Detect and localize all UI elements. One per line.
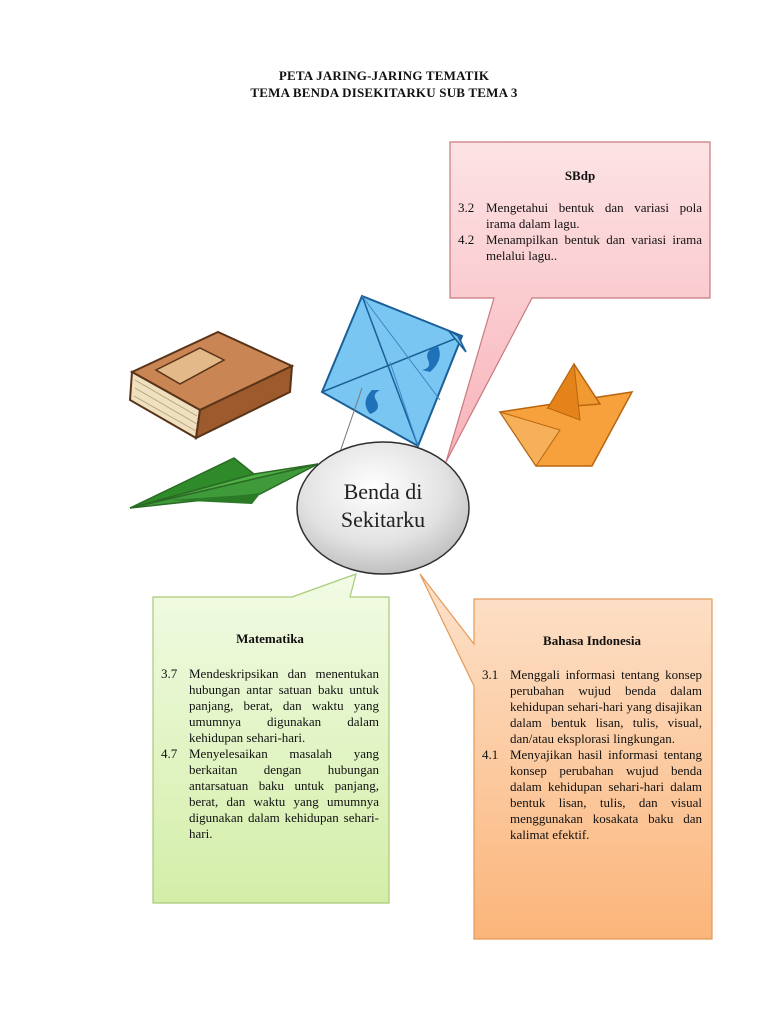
center-line-2: Sekitarku	[340, 507, 426, 532]
title-line-1: PETA JARING-JARING TEMATIK	[278, 68, 490, 83]
item-number: 3.2	[458, 200, 475, 215]
item-text: Menyajikan hasil informasi tentang konse…	[510, 747, 702, 842]
item-text: Menampilkan bentuk dan variasi irama mel…	[486, 232, 702, 263]
bahasa-callout-shape	[419, 573, 713, 940]
book-icon	[128, 330, 295, 440]
center-node	[296, 441, 470, 575]
item-text: Mendeskripsikan dan menentukan hubungan …	[189, 666, 379, 745]
item-number: 4.7	[161, 746, 178, 761]
sbdp-heading: SBdp	[564, 168, 596, 183]
item-number: 4.2	[458, 232, 475, 247]
item-text: Mengetahui bentuk dan variasi pola irama…	[486, 200, 702, 231]
matematika-callout-shape	[152, 573, 390, 904]
list-item: 4.7 Menyelesaikan masalah yang berkaitan…	[161, 746, 379, 842]
sbdp-box: SBdp 3.2 Mengetahui bentuk dan variasi p…	[452, 142, 712, 298]
item-text: Menggali informasi tentang konsep peruba…	[510, 667, 702, 746]
item-number: 3.7	[161, 666, 178, 681]
list-item: 3.1 Menggali informasi tentang konsep pe…	[482, 667, 702, 747]
bahasa-indonesia-box: Bahasa Indonesia 3.1 Menggali informasi …	[474, 599, 712, 939]
kite-icon	[320, 294, 467, 453]
item-number: 3.1	[482, 667, 499, 682]
item-number: 4.1	[482, 747, 499, 762]
paper-plane-icon	[129, 457, 319, 509]
center-line-1: Benda di	[343, 479, 423, 504]
bahasa-heading: Bahasa Indonesia	[543, 633, 641, 648]
paper-boat-icon	[498, 362, 634, 467]
matematika-box: Matematika 3.7 Mendeskripsikan dan menen…	[153, 597, 389, 903]
item-text: Menyelesaikan masalah yang berkaitan den…	[189, 746, 379, 841]
sbdp-callout-shape	[445, 141, 711, 463]
list-item: 3.7 Mendeskripsikan dan menentukan hubun…	[161, 666, 379, 746]
title-line-2: TEMA BENDA DISEKITARKU SUB TEMA 3	[250, 85, 518, 100]
list-item: 4.2 Menampilkan bentuk dan variasi irama…	[458, 232, 702, 264]
list-item: 4.1 Menyajikan hasil informasi tentang k…	[482, 747, 702, 843]
center-label: Benda di Sekitarku	[300, 478, 466, 534]
matematika-heading: Matematika	[236, 631, 304, 646]
list-item: 3.2 Mengetahui bentuk dan variasi pola i…	[458, 200, 702, 232]
